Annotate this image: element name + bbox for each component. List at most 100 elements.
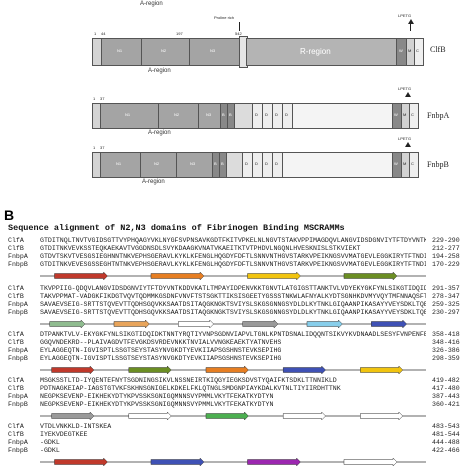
fnbpa-c-domain xyxy=(409,103,419,129)
clfb-lpetg-label: LPETG xyxy=(398,13,412,18)
beta-strand-arrow-icon xyxy=(242,320,279,328)
seq-row-name: FnbpA xyxy=(8,393,28,400)
fnbpa-tick-1: 1 xyxy=(93,96,96,101)
beta-strand-arrow-icon xyxy=(282,366,326,374)
beta-strand-arrow-icon xyxy=(282,412,326,420)
seq-row-name: ClfB xyxy=(8,293,24,300)
clfb-n3-domain xyxy=(189,38,241,66)
seq-row-name: FnbpB xyxy=(8,309,28,316)
fnbpa-n2-domain xyxy=(158,103,200,129)
beta-strand-arrow-icon xyxy=(54,458,108,466)
fnbpa-n1-domain xyxy=(100,103,160,129)
beta-strand-arrow-icon xyxy=(51,366,95,374)
seq-row-sequence: NEGPKSEVENP-EIKHEKYDTYKPVSSKSGNIGQMNNSVY… xyxy=(40,401,274,408)
fnbpa-stalk xyxy=(292,103,394,129)
seq-row-sequence: MSGKSSTLTD-IYQENTEFNYTSGDNINGSIKVLNSSNEI… xyxy=(40,377,337,384)
seq-row-name: ClfA xyxy=(8,331,24,338)
fnbpb-stalk xyxy=(282,152,394,178)
fnbpb-m-label: M xyxy=(403,161,407,166)
fnbpa-protein-name: FnbpA xyxy=(427,111,450,120)
seq-row-range: 348-416 xyxy=(432,339,460,346)
seq-row-sequence: DTPANKTVLV-EKYGKFYNLSIKGTIDQIDKTNNTYRQTI… xyxy=(40,331,426,338)
fnbpb-n2-domain xyxy=(140,152,178,178)
clfb-r-region-label: R-region xyxy=(300,47,331,56)
seq-row-name: FnbpB xyxy=(8,355,28,362)
fnbpb-d2-label: D xyxy=(255,161,258,166)
seq-row-range: 291-357 xyxy=(432,285,460,292)
secondary-structure-track xyxy=(40,272,426,280)
fnbpb-n2-label: N2 xyxy=(154,161,160,166)
fnbpb-n3-label: N3 xyxy=(190,161,196,166)
seq-row-name: FnbpA xyxy=(8,347,28,354)
seq-row-name: FnbpB xyxy=(8,401,28,408)
fnbpa-c-label: C xyxy=(411,112,414,117)
seq-row-name: ClfB xyxy=(8,431,24,438)
seq-row-name: FnbpB xyxy=(8,447,28,454)
beta-strand-arrow-icon xyxy=(343,272,398,280)
clfb-proline-rich-label: Proline rich xyxy=(214,15,235,20)
fnbpa-w-label: W xyxy=(394,112,398,117)
fnbpa-d3-label: D xyxy=(275,112,278,117)
seq-row-range: 326-386 xyxy=(432,347,460,354)
seq-row-range: 298-359 xyxy=(432,355,460,362)
seq-row-sequence: GGQVNDEKRD--PLAIVAGDVTFEVGKDSVRDEVNKKTNV… xyxy=(40,339,282,346)
fnbpb-n1-label: N1 xyxy=(116,161,122,166)
beta-strand-arrow-icon xyxy=(371,320,408,328)
beta-strand-arrow-icon xyxy=(343,458,398,466)
clfb-tick-542: 542 xyxy=(235,31,242,36)
seq-row-name: ClfB xyxy=(8,385,24,392)
seq-row-range: 360-421 xyxy=(432,401,460,408)
beta-strand-arrow-icon xyxy=(128,412,172,420)
fnbpb-protein-name: FnbpB xyxy=(427,160,449,169)
seq-row-sequence: -GDKL xyxy=(40,447,60,454)
clfb-lpetg-arrow-icon xyxy=(408,19,414,24)
seq-row-name: FnbpA xyxy=(8,439,28,446)
seq-row-name: ClfA xyxy=(8,237,24,244)
seq-row-range: 444-488 xyxy=(432,439,460,446)
fnbpb-d3-label: D xyxy=(265,161,268,166)
fnbpb-region-label-bottom: A-region xyxy=(142,179,165,185)
beta-strand-arrow-icon xyxy=(150,272,205,280)
seq-row-sequence: IYEKVDEGTKEE xyxy=(40,431,88,438)
fnbpb-w-label: W xyxy=(394,161,398,166)
fnbpa-d1-label: D xyxy=(255,112,258,117)
seq-row-range: 419-482 xyxy=(432,377,460,384)
fnbpa-spacer xyxy=(234,103,254,129)
clfb-region-label-top: A-region xyxy=(140,1,163,7)
fnbpb-lpetg-arrow-icon xyxy=(405,142,411,147)
clfb-tick-197: 197 xyxy=(176,31,183,36)
beta-strand-arrow-icon xyxy=(51,412,95,420)
fnbpb-tick-37: 37 xyxy=(100,145,105,150)
seq-row-range: 170-229 xyxy=(432,261,460,268)
seq-row-sequence: EYLAGGEQTN-IGVISPTLSSGTSEYSTASYNVGKDTYEV… xyxy=(40,355,282,362)
beta-strand-arrow-icon xyxy=(128,366,172,374)
fnbpb-c-label: C xyxy=(411,161,414,166)
secondary-structure-track xyxy=(40,366,426,374)
fnbpa-n3-label: N3 xyxy=(206,112,212,117)
seq-row-sequence: SAVAEVSEIG-SRTTSTQVEVTTQDHSGQVKKSAATDSIT… xyxy=(40,301,426,308)
seq-row-sequence: -GDKL xyxy=(40,439,60,446)
seq-row-name: ClfA xyxy=(8,377,24,384)
seq-row-range: 194-258 xyxy=(432,253,460,260)
fnbpa-tick-37: 37 xyxy=(100,96,105,101)
clfb-m-label: M xyxy=(408,48,412,53)
clfb-proline-stem xyxy=(239,22,240,31)
fnbpa-lpetg-arrow-icon xyxy=(405,92,411,97)
fnbpb-c-domain xyxy=(409,152,419,178)
beta-strand-arrow-icon xyxy=(205,412,249,420)
seq-row-sequence: EYLAGGEQTN-IGVISPTLSSGTSEYSTASYNVGKDTYEV… xyxy=(40,347,282,354)
clfb-tick-1: 1 xyxy=(94,31,97,36)
fnbpa-n2-label: N2 xyxy=(174,112,180,117)
clfb-c-label: C xyxy=(416,48,419,53)
seq-row-range: 212-277 xyxy=(432,245,460,252)
seq-row-name: FnbpB xyxy=(8,261,28,268)
clfb-n3-label: N3 xyxy=(210,48,216,53)
fnbpa-b2-label: B xyxy=(229,112,232,117)
secondary-structure-track xyxy=(40,412,426,420)
seq-row-range: 422-466 xyxy=(432,447,460,454)
panel-b-letter: B xyxy=(4,207,15,223)
fnbpb-b1-label: B xyxy=(214,161,217,166)
seq-row-sequence: PDTNAGKEIAP-IAGSTGTVKFSKHNSGNIGELKDKELFK… xyxy=(40,385,341,392)
seq-row-range: 358-418 xyxy=(432,331,460,338)
seq-row-range: 481-544 xyxy=(432,431,460,438)
